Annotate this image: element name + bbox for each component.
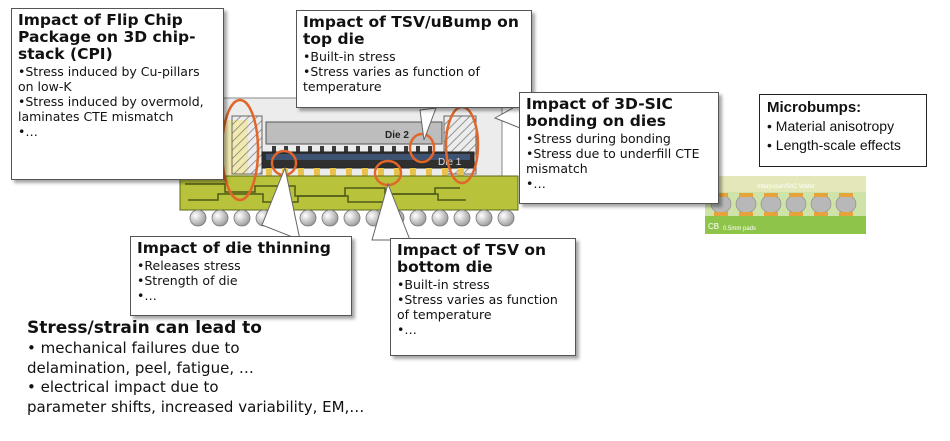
die-2 <box>265 121 443 145</box>
callout-thinning-title: Impact of die thinning <box>137 239 331 257</box>
callout-die-thinning: Impact of die thinning Releases stress S… <box>130 236 352 316</box>
callout-pointers <box>261 103 521 241</box>
summary-line: • electrical impact due to <box>27 378 219 396</box>
callout-thinning-item: Releases stress <box>137 258 345 273</box>
microbump-photo-top-label: Interposer/SoC Wafer <box>757 184 815 190</box>
microbump-photo-bottom-label: 0.5mm pads <box>723 226 756 232</box>
callout-tsv-bottom-item: … <box>397 322 569 337</box>
microbumps-item: Material anisotropy <box>767 117 919 136</box>
callout-thinning-item: Strength of die <box>137 273 345 288</box>
callout-tsv-top-die: Impact of TSV/uBump on top die Built-in … <box>296 10 532 108</box>
callout-cpi-item: Stress induced by Cu-pillars on low-K <box>18 64 217 94</box>
microbump-photo-left-label: CB <box>708 222 719 231</box>
callout-cpi-item: … <box>18 124 217 139</box>
summary-line: parameter shifts, increased variability,… <box>27 397 365 416</box>
laminate-substrate <box>179 175 519 211</box>
stress-summary: Stress/strain can lead to • mechanical f… <box>27 318 467 417</box>
callout-tsv-top-title: Impact of TSV/uBump on top die <box>303 13 519 48</box>
callout-bonding-title: Impact of 3D-SIC bonding on dies <box>526 95 673 130</box>
callout-cpi: Impact of Flip Chip Package on 3D chip-s… <box>11 8 224 180</box>
die-stack-bumps <box>272 146 432 152</box>
summary-line: • mechanical failures due to <box>27 339 240 357</box>
callout-bonding-item: Stress during bonding <box>526 131 712 146</box>
callout-tsv-bottom-title: Impact of TSV on bottom die <box>397 241 547 276</box>
microbumps-box: Microbumps: Material anisotropy Length-s… <box>759 94 927 167</box>
callout-3dsic-bonding: Impact of 3D-SIC bonding on dies Stress … <box>519 92 719 204</box>
microbumps-item: Length-scale effects <box>767 136 919 155</box>
callout-tsv-top-item: Built-in stress <box>303 49 525 64</box>
microbumps-title: Microbumps: <box>767 99 862 116</box>
summary-title: Stress/strain can lead to <box>27 318 262 338</box>
microbump-photo: Interposer/SoC Wafer CB 0.5mm pads <box>705 176 866 234</box>
solder-balls <box>189 209 515 227</box>
die-1-label: Die 1 <box>438 157 462 168</box>
callout-thinning-item: … <box>137 288 345 303</box>
callout-bonding-item: Stress due to underfill CTE mismatch <box>526 146 712 176</box>
summary-line: delamination, peel, fatigue, … <box>27 358 254 377</box>
callout-tsv-top-item: Stress varies as function of temperature <box>303 64 525 94</box>
callout-cpi-item: Stress induced by overmold, laminates CT… <box>18 94 217 124</box>
callout-cpi-title: Impact of Flip Chip Package on 3D chip-s… <box>18 11 196 63</box>
callout-bonding-item: … <box>526 176 712 191</box>
callout-tsv-bottom-item: Stress varies as function of temperature <box>397 292 569 322</box>
die-2-label: Die 2 <box>385 130 409 141</box>
callout-tsv-bottom-item: Built-in stress <box>397 277 569 292</box>
callout-tsv-bottom-die: Impact of TSV on bottom die Built-in str… <box>390 238 576 356</box>
